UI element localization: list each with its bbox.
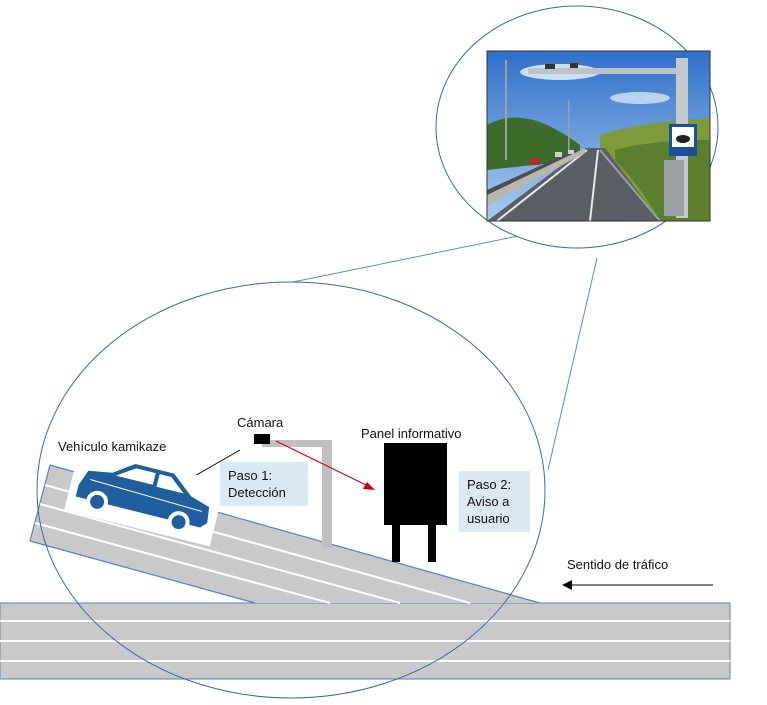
traffic-direction-arrow <box>562 580 713 590</box>
gantry <box>262 440 332 548</box>
vehicle-label: Vehículo kamikaze <box>58 439 167 454</box>
zoom-connector-left <box>292 231 539 283</box>
detection-arrow <box>275 440 375 490</box>
camera-label: Cámara <box>237 415 284 430</box>
road-photo <box>487 51 710 221</box>
car-icon <box>64 446 226 547</box>
main-highway <box>0 602 731 680</box>
zoom-circle <box>36 281 546 699</box>
step2-box: Paso 2: Aviso a usuario <box>459 471 530 532</box>
camera-icon <box>254 434 270 444</box>
panel-label: Panel informativo <box>361 426 462 441</box>
traffic-direction-label: Sentido de tráfico <box>567 557 669 572</box>
info-panel <box>384 443 447 562</box>
step1-box: Paso 1: Detección <box>220 462 308 506</box>
zoom-connector-right <box>547 257 598 471</box>
